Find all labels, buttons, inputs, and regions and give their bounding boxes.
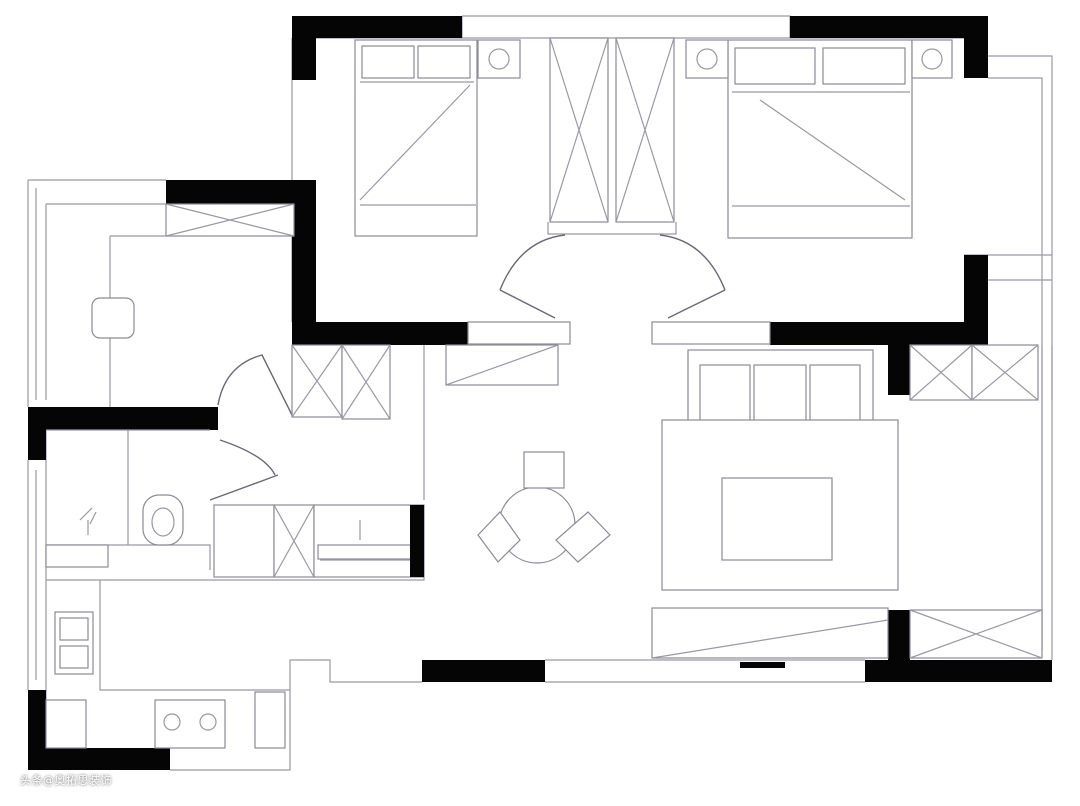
wardrobes: [547, 37, 677, 235]
bedroom-doors: [445, 234, 771, 386]
bedroom-right-bed: [685, 39, 953, 239]
bathroom: [45, 429, 315, 578]
watermark: 头条@奥拓思装饰: [20, 774, 112, 787]
kitchen: [45, 504, 425, 749]
bedroom-left-bed: [354, 39, 521, 237]
living-room: [651, 344, 1043, 659]
walls: [28, 16, 1052, 770]
dining: [477, 451, 611, 564]
study: [91, 203, 425, 500]
